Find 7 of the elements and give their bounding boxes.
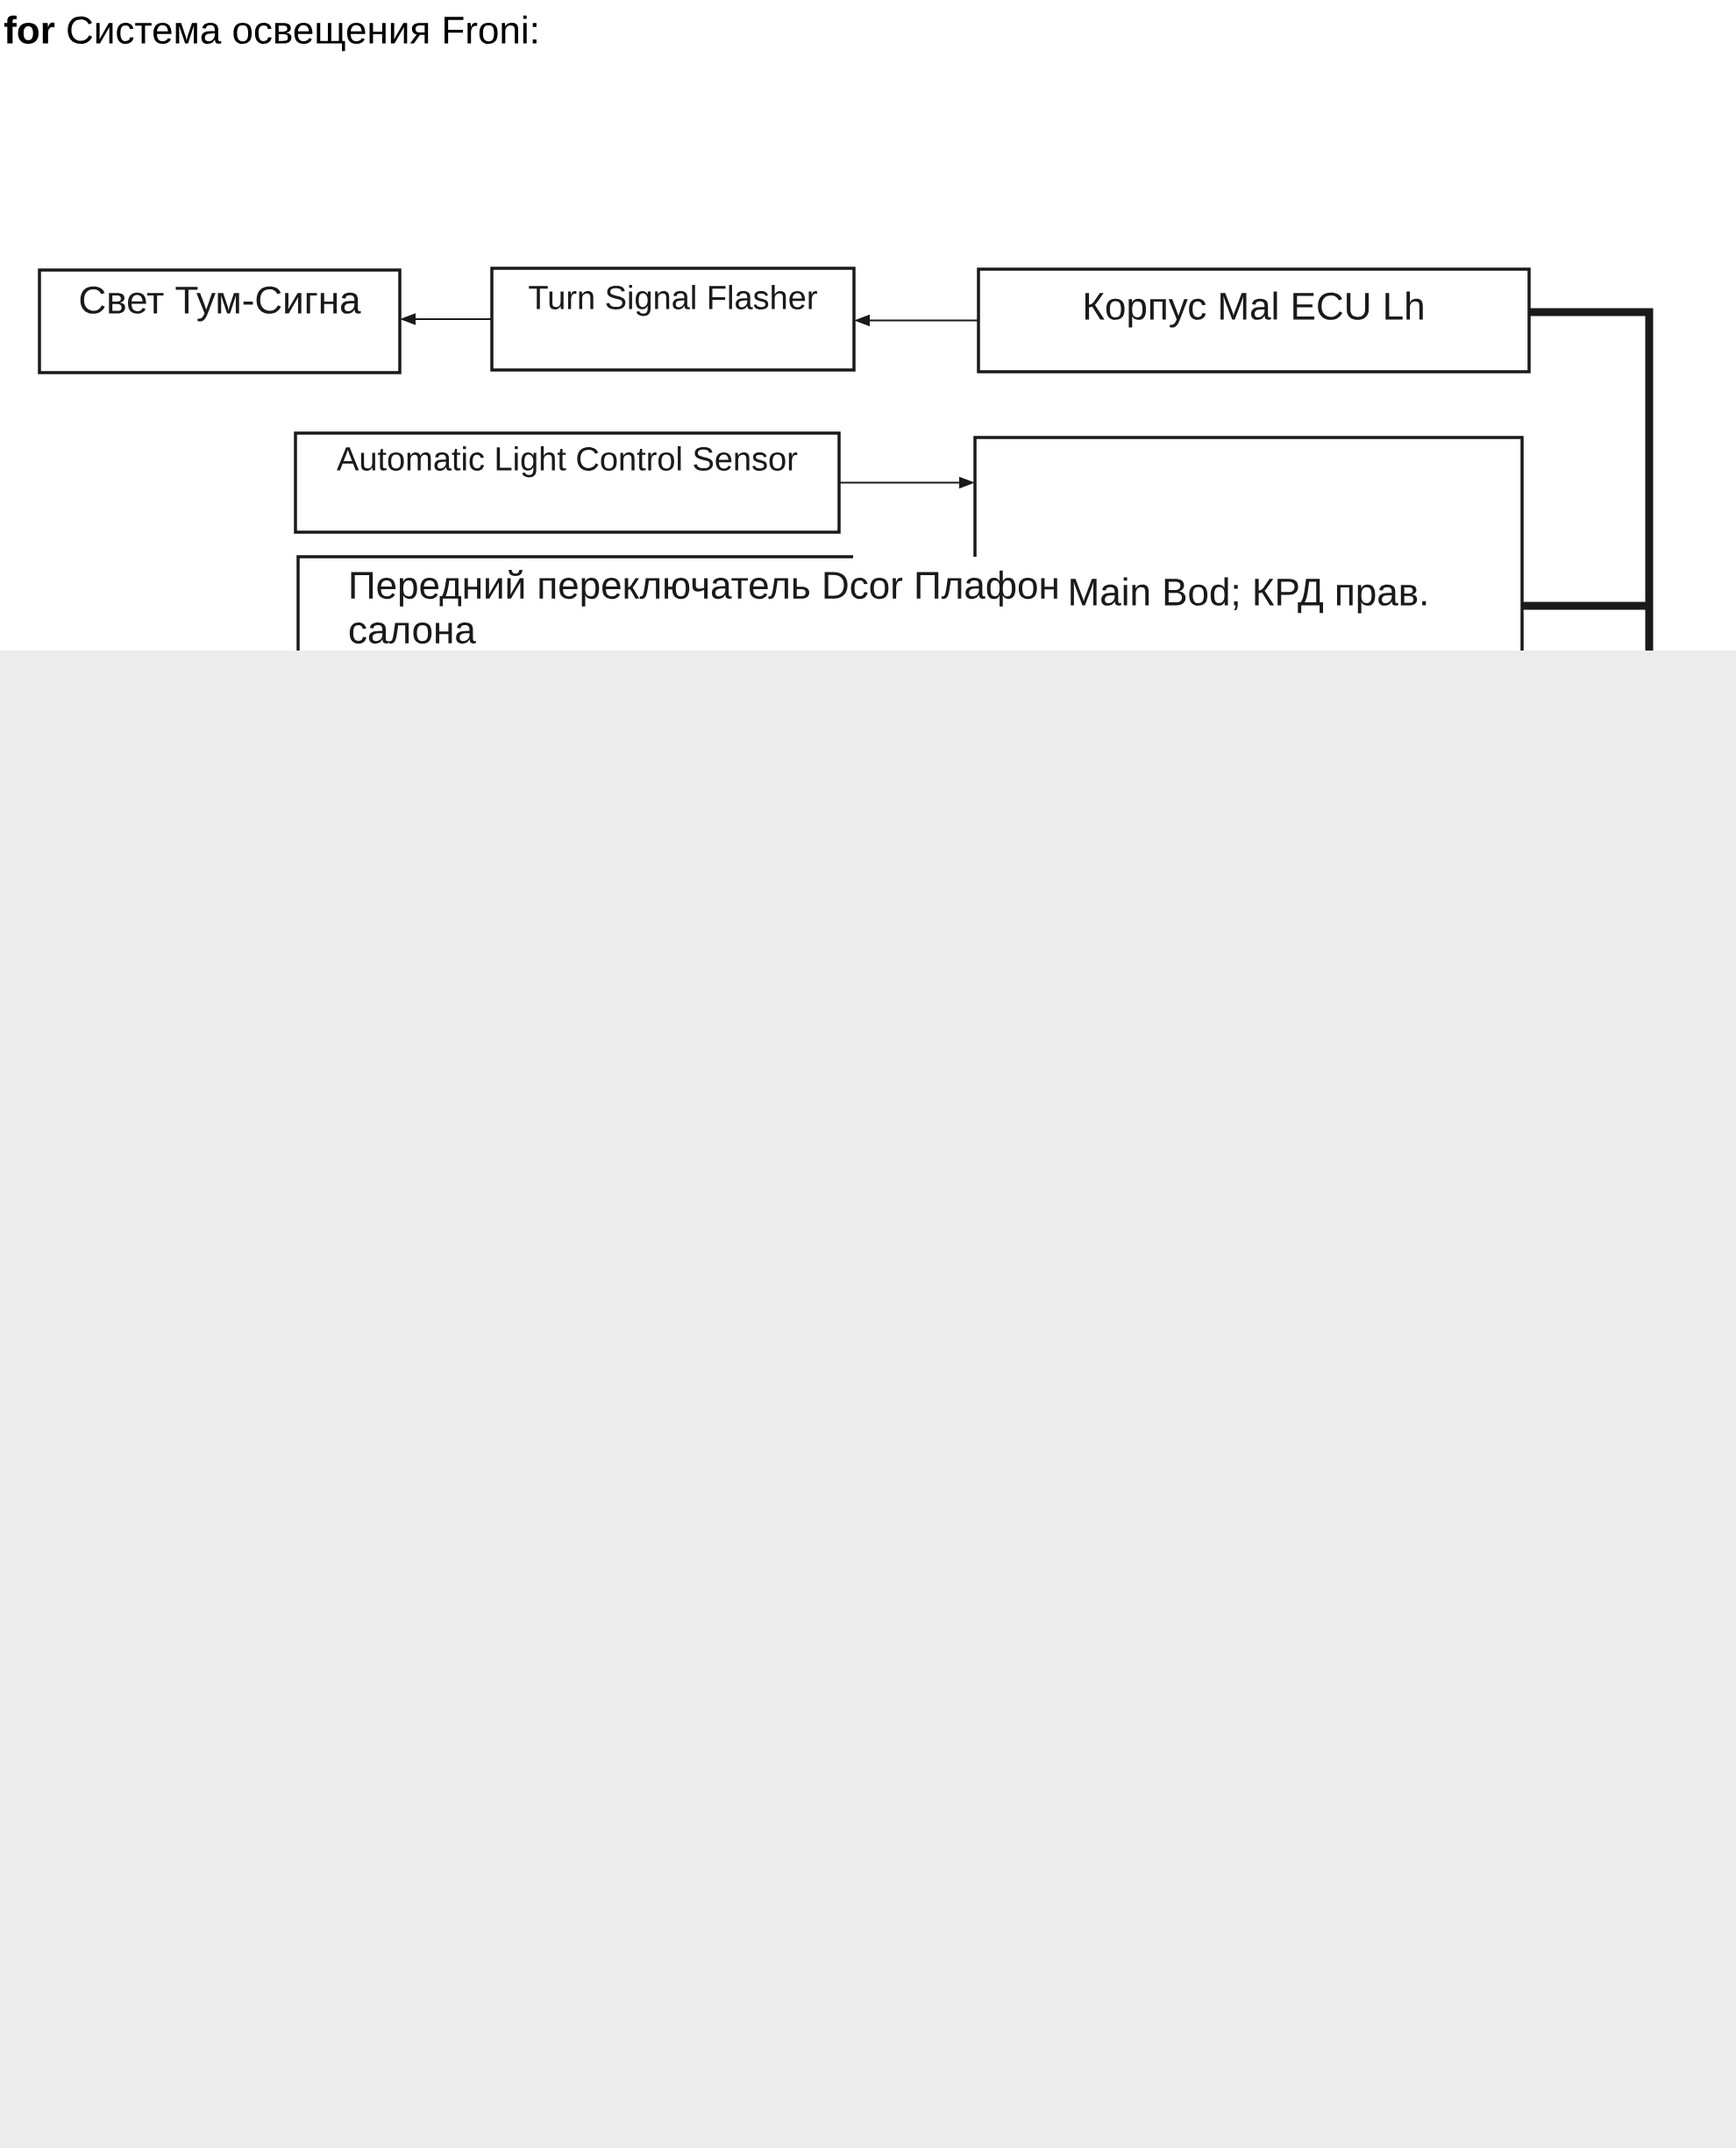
component-box: Automatic Light Control Sensor <box>294 431 841 534</box>
connector-line <box>1522 308 1654 651</box>
component-box: Передний переключатель Dcor Плафон салона <box>296 555 1057 651</box>
component-box: Корпус Mal ECU Lh <box>977 267 1531 373</box>
component-box: Turn Signal Flasher <box>490 267 856 372</box>
component-box: Свет Тум-Сигна <box>38 268 402 374</box>
title: for Система освещения Froni: <box>4 15 537 52</box>
